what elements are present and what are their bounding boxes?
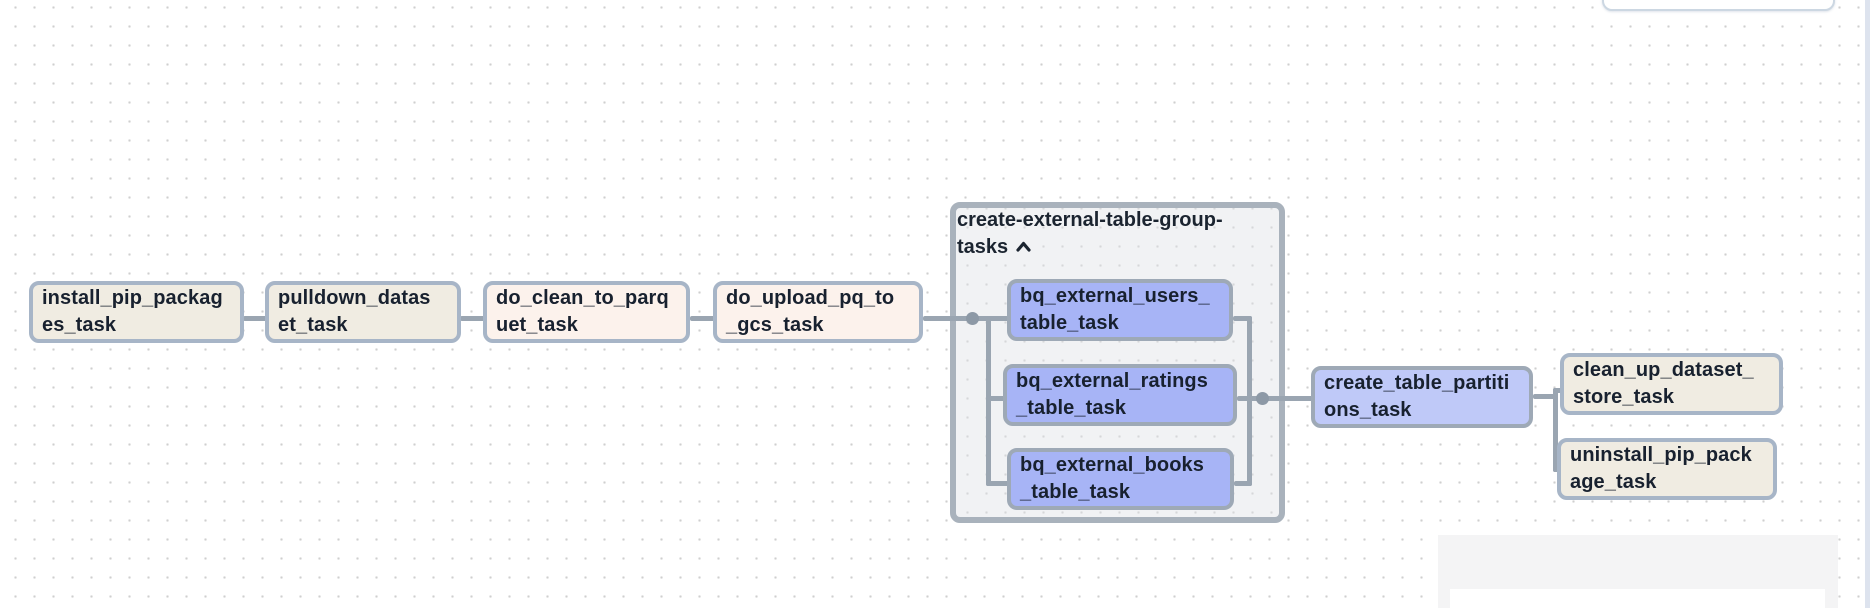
- task-node-pulldown_dataset_task[interactable]: pulldown_datas et_task: [265, 281, 461, 343]
- edge: [1533, 394, 1558, 399]
- task-label-line: create_table_partiti: [1324, 372, 1510, 394]
- edge: [243, 316, 267, 321]
- edge: [1553, 388, 1564, 393]
- task-label-line: bq_external_books: [1020, 454, 1204, 476]
- edge: [1553, 388, 1558, 472]
- edge: [1247, 316, 1252, 486]
- task-label-line: pulldown_datas: [278, 287, 431, 309]
- task-label-line: es_task: [42, 314, 117, 336]
- minimap[interactable]: [1438, 535, 1838, 608]
- task-node-clean_up_dataset_store_task[interactable]: clean_up_dataset_ store_task: [1560, 353, 1783, 415]
- task-label-line: _table_task: [1020, 481, 1131, 503]
- edge: [1237, 396, 1313, 401]
- task-label-line: store_task: [1573, 386, 1675, 408]
- task-node-uninstall_pip_package_task[interactable]: uninstall_pip_pack age_task: [1557, 438, 1777, 500]
- edge: [1234, 481, 1252, 486]
- task-label-line: ons_task: [1324, 399, 1412, 421]
- edge: [460, 316, 485, 321]
- task-node-do_upload_pq_to_gcs_task[interactable]: do_upload_pq_to _gcs_task: [713, 281, 923, 343]
- task-label-line: _gcs_task: [726, 314, 824, 336]
- minimap-viewport[interactable]: [1450, 589, 1825, 608]
- task-label-line: et_task: [278, 314, 348, 336]
- task-label-line: uet_task: [496, 314, 578, 336]
- edge: [986, 316, 991, 486]
- task-node-install_pip_packages_task[interactable]: install_pip_packag es_task: [29, 281, 244, 343]
- task-label-line: clean_up_dataset_: [1573, 359, 1754, 381]
- task-label-line: do_clean_to_parq: [496, 287, 669, 309]
- edge: [986, 396, 1005, 401]
- task-group-title-line1: create-external-table-group-: [957, 209, 1223, 231]
- edge: [690, 316, 715, 321]
- chevron-up-icon[interactable]: [1015, 235, 1032, 262]
- task-label-line: do_upload_pq_to: [726, 287, 895, 309]
- edge: [1233, 316, 1252, 321]
- task-group-title-line2: tasks: [957, 234, 1223, 262]
- task-label-line: table_task: [1020, 312, 1119, 334]
- vertical-scrollbar[interactable]: [1865, 0, 1870, 608]
- task-label-line: uninstall_pip_pack: [1570, 444, 1752, 466]
- clipped-top-panel[interactable]: [1602, 0, 1835, 11]
- task-node-bq_external_books_table_task[interactable]: bq_external_books _table_task: [1007, 448, 1234, 510]
- edge-junction-dot: [1256, 392, 1269, 405]
- task-node-create_table_partitions_task[interactable]: create_table_partiti ons_task: [1311, 366, 1533, 428]
- task-label-line: age_task: [1570, 471, 1657, 493]
- task-node-bq_external_ratings_table_task[interactable]: bq_external_ratings _table_task: [1003, 364, 1237, 426]
- task-label-line: bq_external_users_: [1020, 285, 1210, 307]
- task-node-bq_external_users_table_task[interactable]: bq_external_users_ table_task: [1007, 279, 1233, 341]
- edge-junction-dot: [966, 312, 979, 325]
- task-group-header[interactable]: create-external-table-group- tasks: [957, 207, 1223, 262]
- task-node-do_clean_to_parquet_task[interactable]: do_clean_to_parq uet_task: [483, 281, 690, 343]
- task-group-create-external-table-group-tasks[interactable]: [950, 202, 1285, 523]
- edge: [986, 481, 1010, 486]
- task-label-line: bq_external_ratings: [1016, 370, 1208, 392]
- task-label-line: install_pip_packag: [42, 287, 223, 309]
- task-label-line: _table_task: [1016, 397, 1127, 419]
